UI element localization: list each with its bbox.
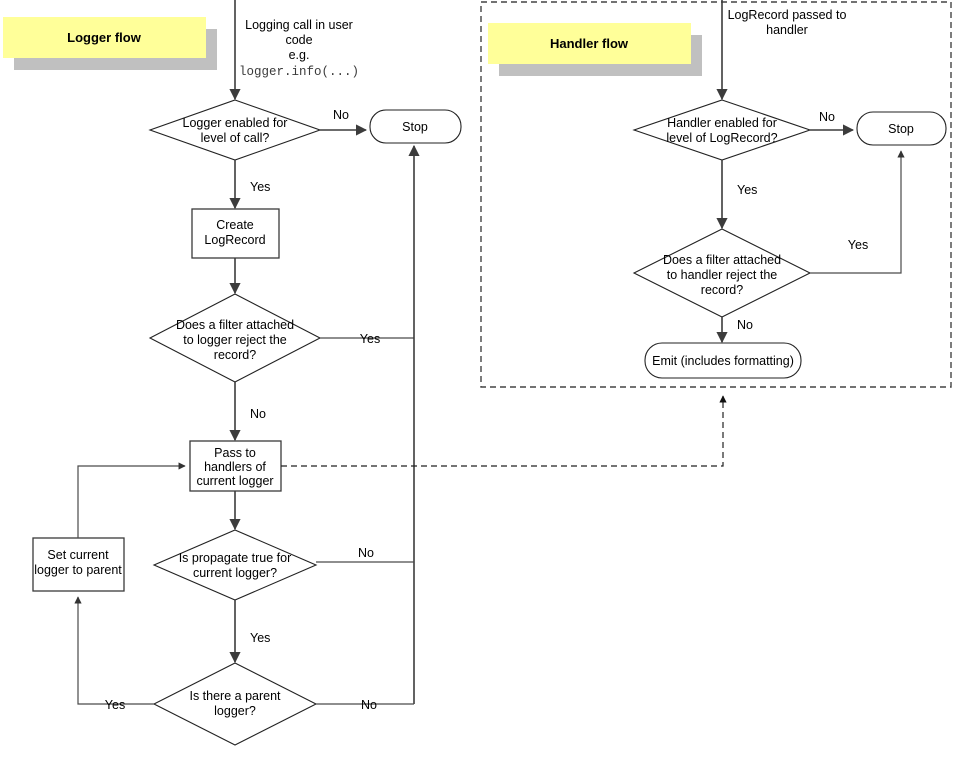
edge-label-handler-filter-no: No <box>737 318 753 332</box>
handler-entry-caption: LogRecord passed to handler <box>728 8 847 37</box>
node-handler-filter-line2: to handler reject the <box>667 268 778 282</box>
edge-label-parent-logger-yes: Yes <box>105 698 125 712</box>
edge-label-parent-logger-no: No <box>361 698 377 712</box>
node-stop-handler: Stop <box>856 111 947 146</box>
node-handler-enabled-line2: level of LogRecord? <box>666 131 777 145</box>
node-logger-enabled-line2: level of call? <box>201 131 270 145</box>
node-logger-filter-line1: Does a filter attached <box>176 318 294 332</box>
node-parent-logger: Is there a parent logger? <box>152 662 318 746</box>
edge-label-propagate-yes: Yes <box>250 631 270 645</box>
node-handler-enabled-shape <box>632 99 812 161</box>
node-logger-enabled: Logger enabled for level of call? <box>148 99 322 161</box>
edge-pass-to-handler-flow-dashed <box>281 395 727 467</box>
node-parent-logger-shape <box>152 662 318 746</box>
edge-label-logger-filter-no: No <box>250 407 266 421</box>
node-emit-shape <box>644 342 802 379</box>
logger-flow-title: Logger flow <box>3 17 217 70</box>
node-propagate-shape <box>152 529 318 601</box>
logger-entry-caption: Logging call in user code e.g. logger.in… <box>239 18 359 79</box>
handler-flow-title: Handler flow <box>488 23 702 76</box>
logger-flow-title-box <box>3 17 206 58</box>
node-logger-enabled-line1: Logger enabled for <box>183 116 288 130</box>
node-stop-handler-label: Stop <box>888 122 914 136</box>
handler-entry-caption-line2: handler <box>766 23 808 37</box>
handler-flow-title-label: Handler flow <box>550 36 629 51</box>
edge-label-logger-enabled-no: No <box>333 108 349 122</box>
node-pass-to-handlers-line3: current logger <box>196 474 273 488</box>
edge-label-propagate-no: No <box>358 546 374 560</box>
handler-flow-title-box <box>488 23 691 64</box>
node-set-parent-line2: logger to parent <box>34 563 122 577</box>
edge-label-logger-enabled-yes: Yes <box>250 180 270 194</box>
handler-entry-caption-line1: LogRecord passed to <box>728 8 847 22</box>
node-logger-filter-line2: to logger reject the <box>183 333 287 347</box>
node-pass-to-handlers-line1: Pass to <box>214 446 256 460</box>
node-create-logrecord-line1: Create <box>216 218 254 232</box>
node-stop-logger-shape <box>369 109 462 144</box>
node-propagate-line2: current logger? <box>193 566 277 580</box>
node-handler-enabled-line1: Handler enabled for <box>667 116 777 130</box>
node-stop-logger: Stop <box>369 109 462 144</box>
node-create-logrecord: Create LogRecord <box>191 208 280 259</box>
edge-handler-filter-yes <box>810 150 905 274</box>
edge-label-logger-filter-yes: Yes <box>360 332 380 346</box>
edge-set-parent-to-pass <box>77 462 186 538</box>
node-handler-filter: Does a filter attached to handler reject… <box>632 228 812 318</box>
node-propagate: Is propagate true for current logger? <box>152 529 318 601</box>
node-emit-label: Emit (includes formatting) <box>652 354 794 368</box>
node-pass-to-handlers-line2: handlers of <box>204 460 266 474</box>
node-create-logrecord-shape <box>191 208 280 259</box>
node-set-parent: Set current logger to parent <box>32 537 125 592</box>
node-handler-enabled: Handler enabled for level of LogRecord? <box>632 99 812 161</box>
edge-label-handler-enabled-yes: Yes <box>737 183 757 197</box>
node-handler-filter-line3: record? <box>701 283 743 297</box>
logger-entry-caption-line1: Logging call in user <box>245 18 353 32</box>
logger-flow-title-label: Logger flow <box>67 30 142 45</box>
node-logger-filter-line3: record? <box>214 348 256 362</box>
node-handler-filter-line1: Does a filter attached <box>663 253 781 267</box>
node-parent-logger-line2: logger? <box>214 704 256 718</box>
logger-entry-caption-line3: e.g. <box>289 48 310 62</box>
node-emit: Emit (includes formatting) <box>644 342 802 379</box>
logger-entry-caption-code: logger.info(...) <box>239 65 359 79</box>
edge-parent-logger-yes <box>74 596 154 705</box>
node-stop-handler-shape <box>856 111 947 146</box>
node-logger-enabled-shape <box>148 99 322 161</box>
edge-label-handler-filter-yes: Yes <box>848 238 868 252</box>
edge-label-handler-enabled-no: No <box>819 110 835 124</box>
node-set-parent-line1: Set current <box>47 548 109 562</box>
node-pass-to-handlers: Pass to handlers of current logger <box>189 440 282 492</box>
node-stop-logger-label: Stop <box>402 120 428 134</box>
handler-flow-group-border <box>480 1 952 388</box>
node-create-logrecord-line2: LogRecord <box>204 233 265 247</box>
logger-entry-caption-line2: code <box>285 33 312 47</box>
node-propagate-line1: Is propagate true for <box>179 551 292 565</box>
node-parent-logger-line1: Is there a parent <box>189 689 281 703</box>
node-logger-filter: Does a filter attached to logger reject … <box>148 293 322 383</box>
